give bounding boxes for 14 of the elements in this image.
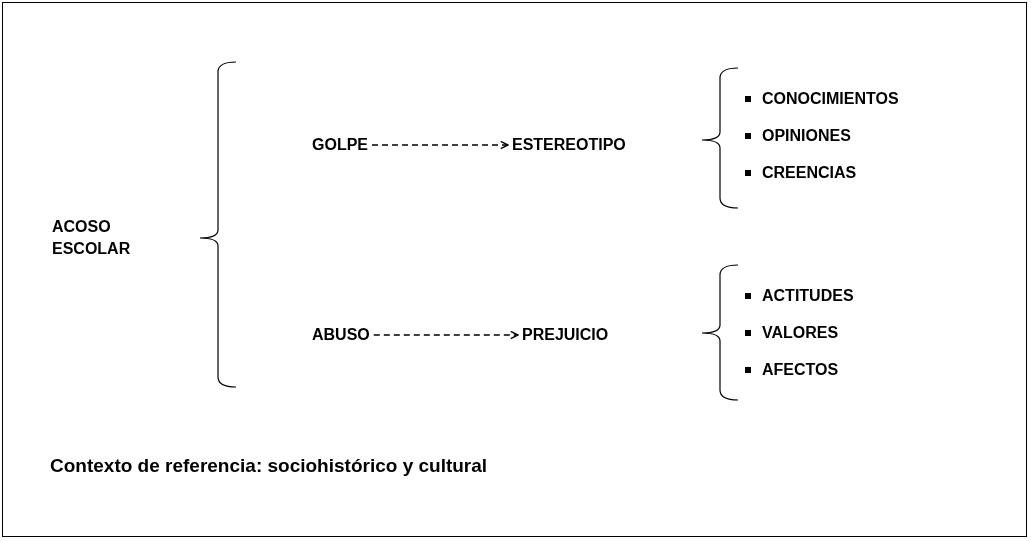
term-label: GOLPE xyxy=(312,134,368,156)
term-label: ESTEREOTIPO xyxy=(512,134,626,156)
list-item: OPINIONES xyxy=(762,127,851,145)
term-label: PREJUICIO xyxy=(522,324,609,346)
caption: Contexto de referencia: sociohistórico y cultural xyxy=(50,455,488,477)
arrow xyxy=(371,140,509,150)
list-item: AFECTOS xyxy=(762,361,839,379)
list-item: CONOCIMIENTOS xyxy=(762,90,899,108)
list-item: CREENCIAS xyxy=(762,164,857,182)
topic-label: ACOSO ESCOLAR xyxy=(52,216,132,260)
list-item: ACTITUDES xyxy=(762,287,854,305)
term-label: ABUSO xyxy=(312,324,370,346)
arrow xyxy=(372,330,519,340)
list-item: VALORES xyxy=(762,324,839,342)
